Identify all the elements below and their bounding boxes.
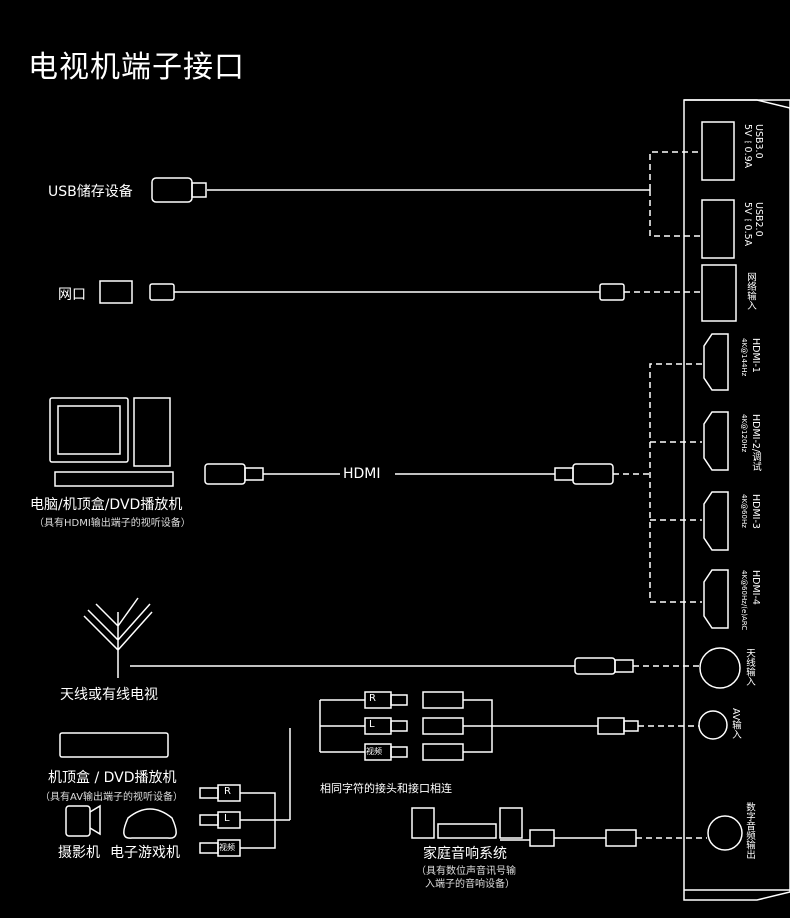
av-port [698, 710, 728, 740]
usb-plug [151, 177, 193, 203]
camera-label: 摄影机 [58, 845, 100, 861]
stb-label: 机顶盒 / DVD播放机 [48, 770, 177, 786]
hdmi4-port [703, 569, 729, 629]
stb-sublabel: （具有AV输出端子的视听设备） [40, 792, 184, 803]
pc-label: 电脑/机顶盒/DVD播放机 [30, 497, 183, 513]
port-label-lan: 网络输入 [745, 272, 756, 310]
hdmi1-port [703, 333, 729, 391]
rca-label-l-top: L [369, 719, 375, 730]
port-label-antenna: 天线输入 [744, 648, 755, 686]
lan-port [701, 264, 737, 322]
hdmi-cable-label: HDMI [343, 466, 381, 482]
rca-label-r-top: R [369, 693, 376, 704]
speaker-right-icon [499, 807, 523, 839]
lan-label: 网口 [58, 287, 86, 303]
hdmi3-port [703, 491, 729, 551]
optical-port [707, 815, 743, 851]
lan-socket-icon [99, 280, 133, 304]
usb-device-label: USB储存设备 [48, 184, 133, 200]
stb-icon [59, 732, 169, 758]
rca-label-video-top: 视频 [366, 747, 382, 756]
hdmi-dashed [649, 363, 702, 603]
monitor-icon [49, 397, 129, 463]
gamepad-icon [123, 808, 177, 839]
tv-panel [683, 99, 790, 901]
antenna-port [699, 647, 741, 689]
antenna-icon [83, 597, 153, 678]
game-label: 电子游戏机 [110, 845, 180, 861]
camera-icon [65, 805, 91, 837]
rca-label-r-left: R [224, 786, 231, 797]
usb2-port [701, 199, 735, 259]
tv-panel-outline [684, 99, 790, 891]
usb3-port [701, 121, 735, 181]
speaker-left-icon [411, 807, 435, 839]
rca-label-l-left: L [224, 813, 230, 824]
audio-sublabel-2: 入端子的音响设备） [425, 879, 515, 890]
rca-plugs [364, 691, 464, 761]
antenna-label: 天线或有线电视 [60, 687, 158, 703]
rca-label-video-left: 视频 [219, 843, 235, 852]
connection-note: 相同字符的接头和接口相连 [320, 782, 452, 795]
hdmi-plug-left [204, 463, 246, 485]
receiver-icon [437, 823, 497, 839]
av-lines-left [275, 699, 365, 821]
port-label-optical: 数字音频输出 [744, 802, 755, 859]
port-label-av: AV输入 [730, 708, 741, 740]
usb-dashed [649, 151, 702, 237]
page-title: 电视机端子接口 [28, 50, 245, 85]
pc-sublabel: （具有HDMI输出端子的视听设备） [34, 518, 191, 529]
av-lines-right [463, 699, 598, 753]
audio-label: 家庭音响系统 [423, 846, 507, 862]
hdmi-plug-right [572, 463, 614, 485]
audio-sublabel-1: （具有数位声音讯号输 [416, 866, 516, 877]
hdmi2-port [703, 411, 729, 471]
